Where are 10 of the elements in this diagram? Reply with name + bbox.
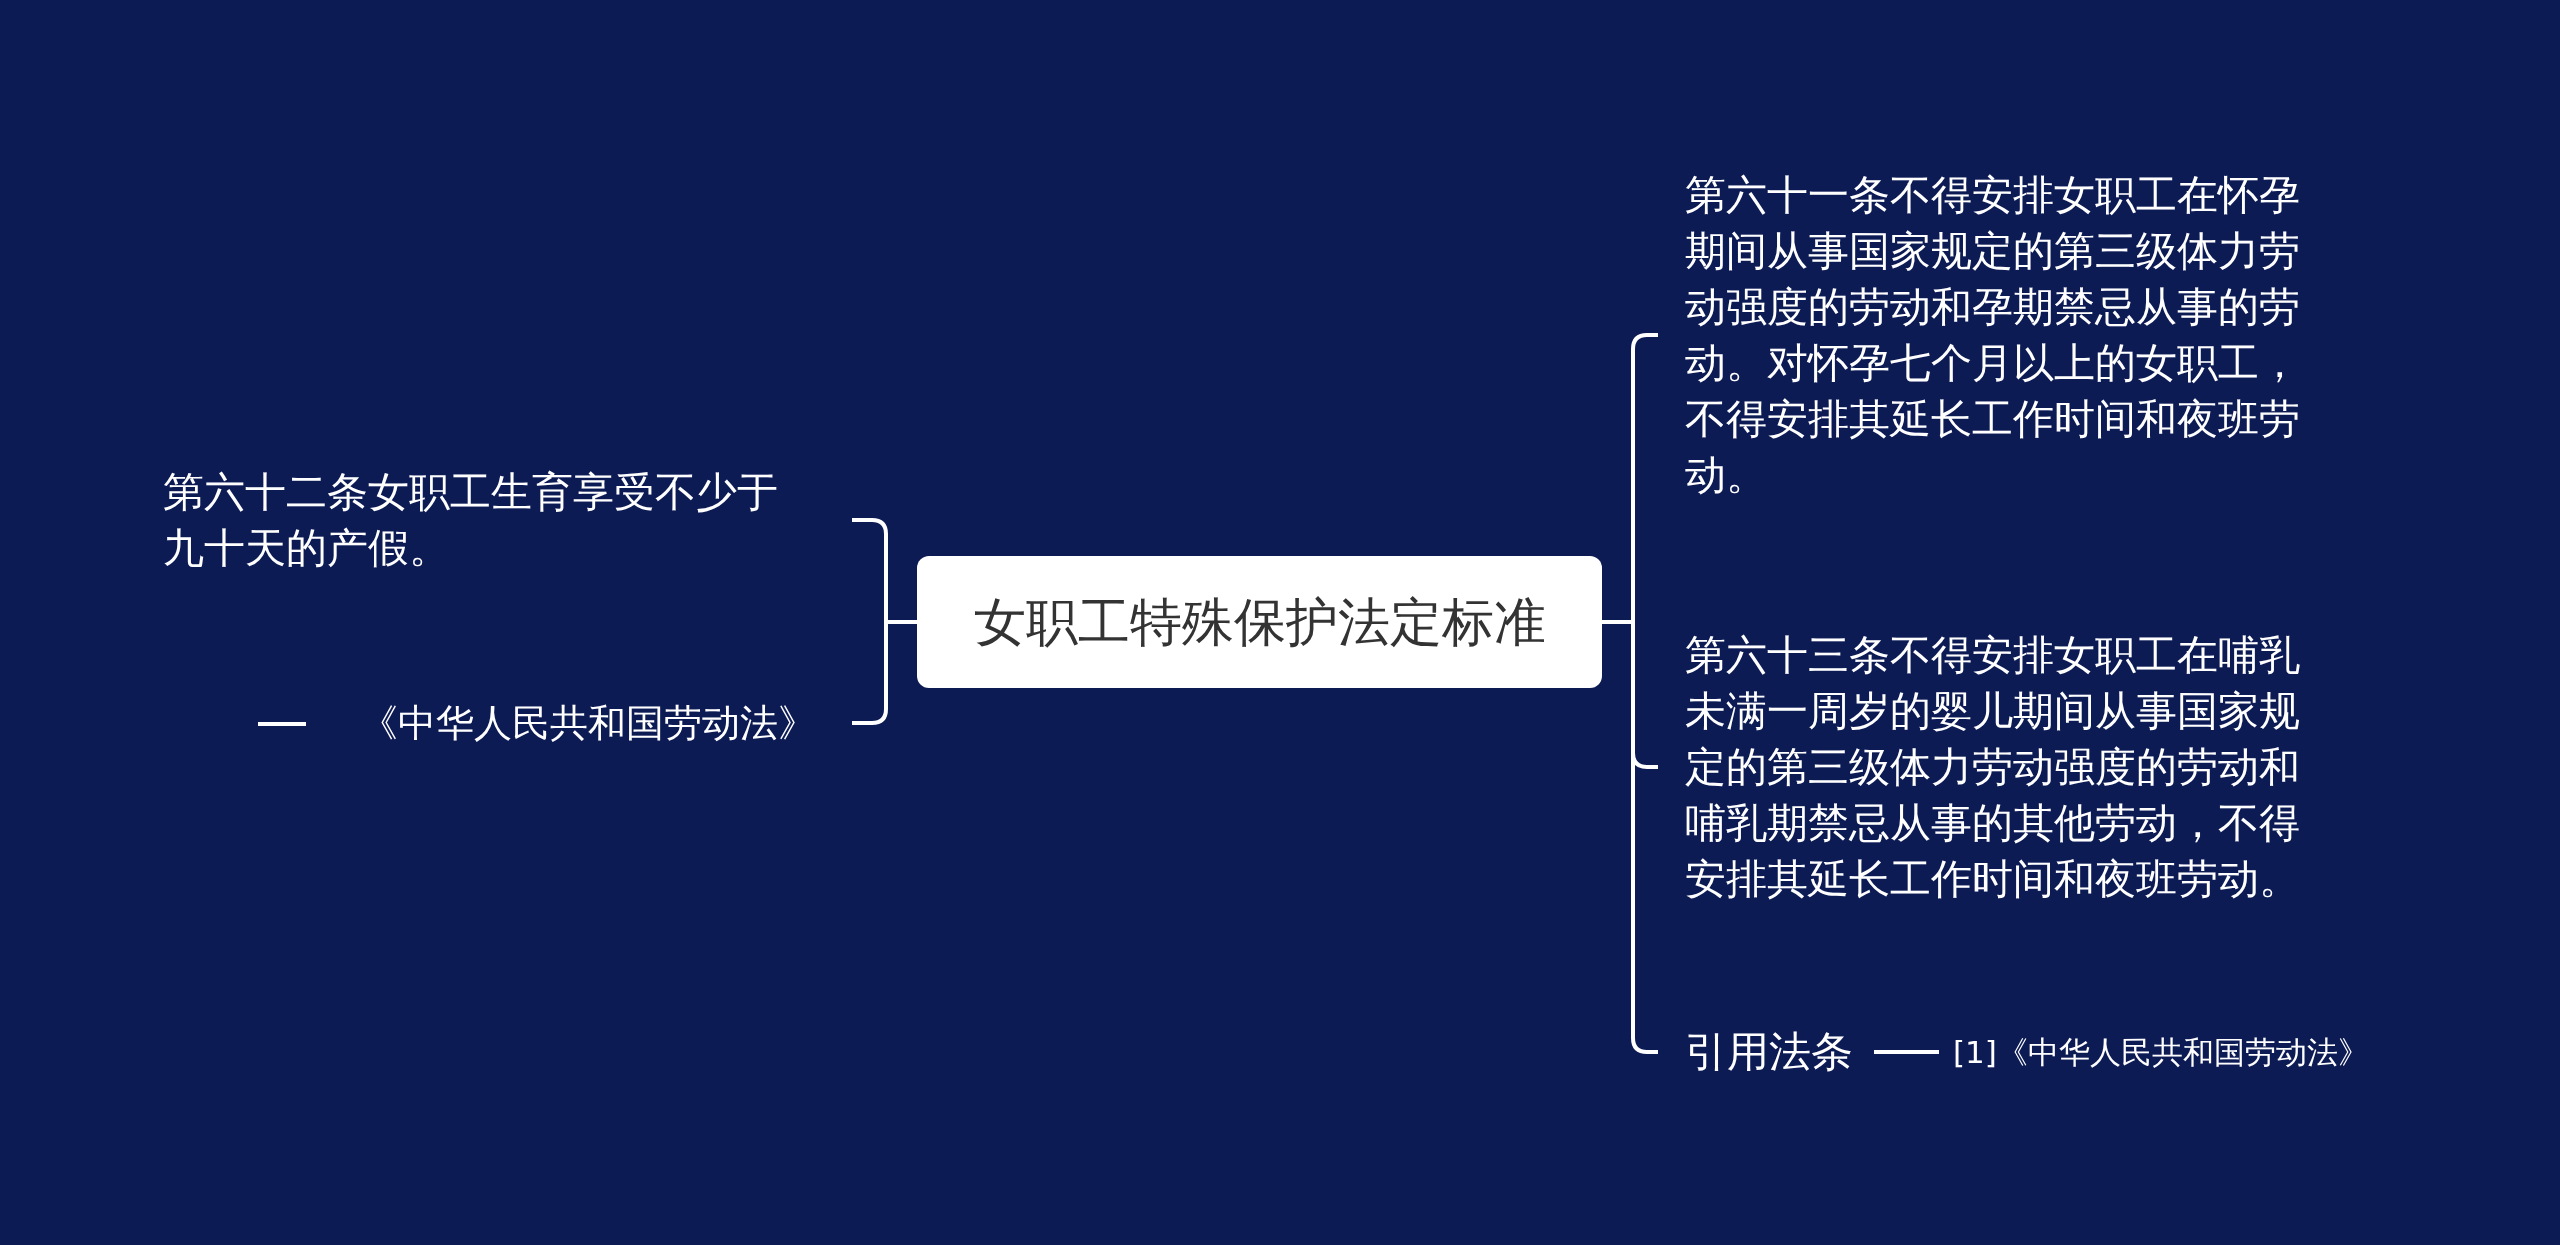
- note-text: 第六十三条不得安排女职工在哺乳未满一周岁的婴儿期间从事国家规定的第三级体力劳动强度的劳动和哺乳期禁忌从事的其他劳动，不得安排其延长工作时间和夜班劳动。: [1685, 630, 2301, 905]
- topic-box: [917, 556, 1602, 688]
- note-text: 《中华人民共和国劳动法》: [360, 700, 816, 747]
- connector-line: [1602, 620, 1658, 1054]
- note-text: 第六十二条女职工生育享受不少于九十天的产假。: [163, 467, 779, 574]
- topic-title: 女职工特殊保护法定标准: [973, 591, 1546, 654]
- note-text: 第六十一条不得安排女职工在怀孕期间从事国家规定的第三级体力劳动强度的劳动和孕期禁忌从事的劳动。对怀孕七个月以上的女职工，不得安排其延长工作时间和夜班劳动。: [1685, 170, 2301, 501]
- note-text: 引用法条: [1685, 1026, 1853, 1078]
- connector-line: [1874, 1050, 1939, 1054]
- note-text: [1]《中华人民共和国劳动法》: [1953, 1033, 2369, 1072]
